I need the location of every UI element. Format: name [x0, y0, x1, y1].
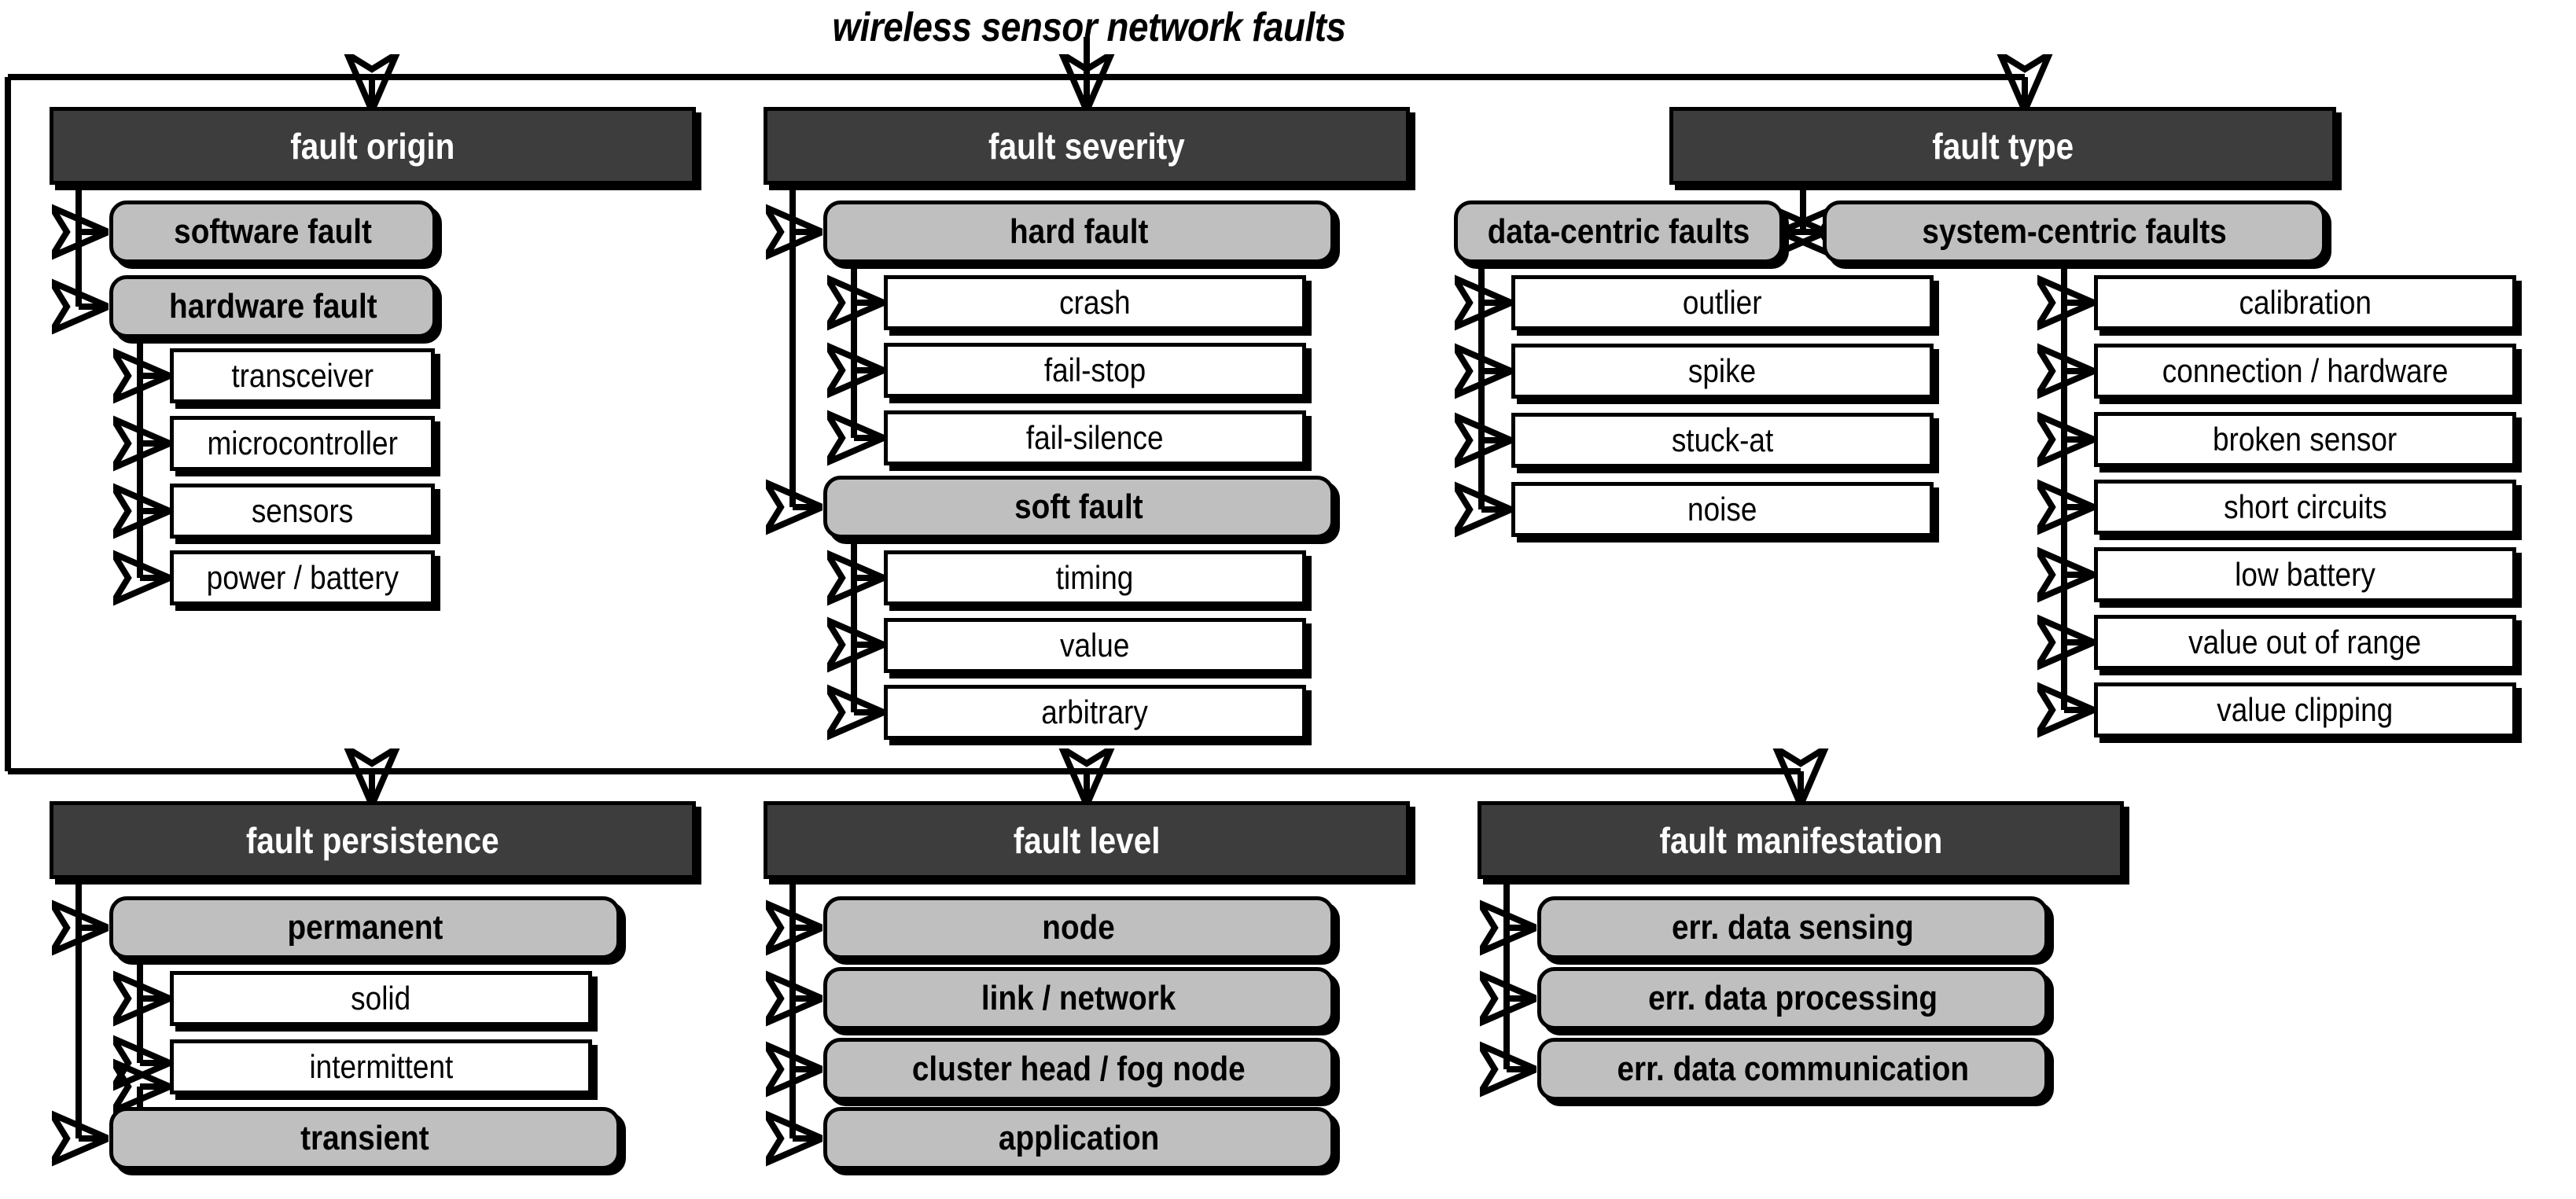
node-short-circuits[interactable]: short circuits — [2094, 480, 2516, 535]
node-low-battery[interactable]: low battery — [2094, 547, 2516, 602]
node-system-centric-faults[interactable]: system-centric faults — [1823, 200, 2326, 263]
node-data-centric-faults[interactable]: data-centric faults — [1454, 200, 1783, 263]
node-power-battery[interactable]: power / battery — [170, 550, 435, 605]
node-application[interactable]: application — [823, 1107, 1334, 1170]
node-calibration[interactable]: calibration — [2094, 275, 2516, 330]
node-intermittent[interactable]: intermittent — [170, 1039, 592, 1094]
node-fail-stop[interactable]: fail-stop — [884, 343, 1306, 398]
node-spike[interactable]: spike — [1511, 344, 1934, 399]
node-value-out-of-range[interactable]: value out of range — [2094, 615, 2516, 670]
wires-fault-manifestation — [1507, 879, 1533, 1069]
header-fault-manifestation: fault manifestation — [1478, 801, 2124, 879]
node-err-data-processing[interactable]: err. data processing — [1537, 967, 2048, 1030]
header-fault-level: fault level — [764, 801, 1410, 879]
node-transient[interactable]: transient — [109, 1107, 620, 1170]
node-hard-fault[interactable]: hard fault — [823, 200, 1334, 263]
wires-fault-level — [793, 879, 819, 1138]
node-microcontroller[interactable]: microcontroller — [170, 416, 435, 471]
node-outlier[interactable]: outlier — [1511, 275, 1934, 330]
node-transceiver[interactable]: transceiver — [170, 348, 435, 403]
root-bus-bottom — [8, 771, 1801, 801]
node-link-network[interactable]: link / network — [823, 967, 1334, 1030]
node-arbitrary[interactable]: arbitrary — [884, 685, 1306, 740]
header-fault-type: fault type — [1669, 107, 2336, 185]
node-err-data-communication[interactable]: err. data communication — [1537, 1038, 2048, 1101]
node-noise[interactable]: noise — [1511, 482, 1934, 537]
node-fail-silence[interactable]: fail-silence — [884, 410, 1306, 465]
node-hardware-fault[interactable]: hardware fault — [109, 275, 436, 338]
node-crash[interactable]: crash — [884, 275, 1306, 330]
node-stuck-at[interactable]: stuck-at — [1511, 413, 1934, 468]
node-sensors[interactable]: sensors — [170, 484, 435, 539]
node-connection-hardware[interactable]: connection / hardware — [2094, 344, 2516, 399]
wires-fault-severity — [793, 185, 880, 712]
node-value[interactable]: value — [884, 618, 1306, 673]
node-timing[interactable]: timing — [884, 550, 1306, 605]
node-permanent[interactable]: permanent — [109, 896, 620, 959]
node-err-data-sensing[interactable]: err. data sensing — [1537, 896, 2048, 959]
node-solid[interactable]: solid — [170, 971, 592, 1026]
node-soft-fault[interactable]: soft fault — [823, 476, 1334, 539]
node-cluster-head-fog-node[interactable]: cluster head / fog node — [823, 1038, 1334, 1101]
header-fault-persistence: fault persistence — [50, 801, 696, 879]
node-broken-sensor[interactable]: broken sensor — [2094, 412, 2516, 467]
diagram-title: wireless sensor network faults — [832, 5, 1346, 50]
node-value-clipping[interactable]: value clipping — [2094, 682, 2516, 737]
header-fault-severity: fault severity — [764, 107, 1410, 185]
header-fault-origin: fault origin — [50, 107, 696, 185]
node-software-fault[interactable]: software fault — [109, 200, 436, 263]
node-level-node[interactable]: node — [823, 896, 1334, 959]
